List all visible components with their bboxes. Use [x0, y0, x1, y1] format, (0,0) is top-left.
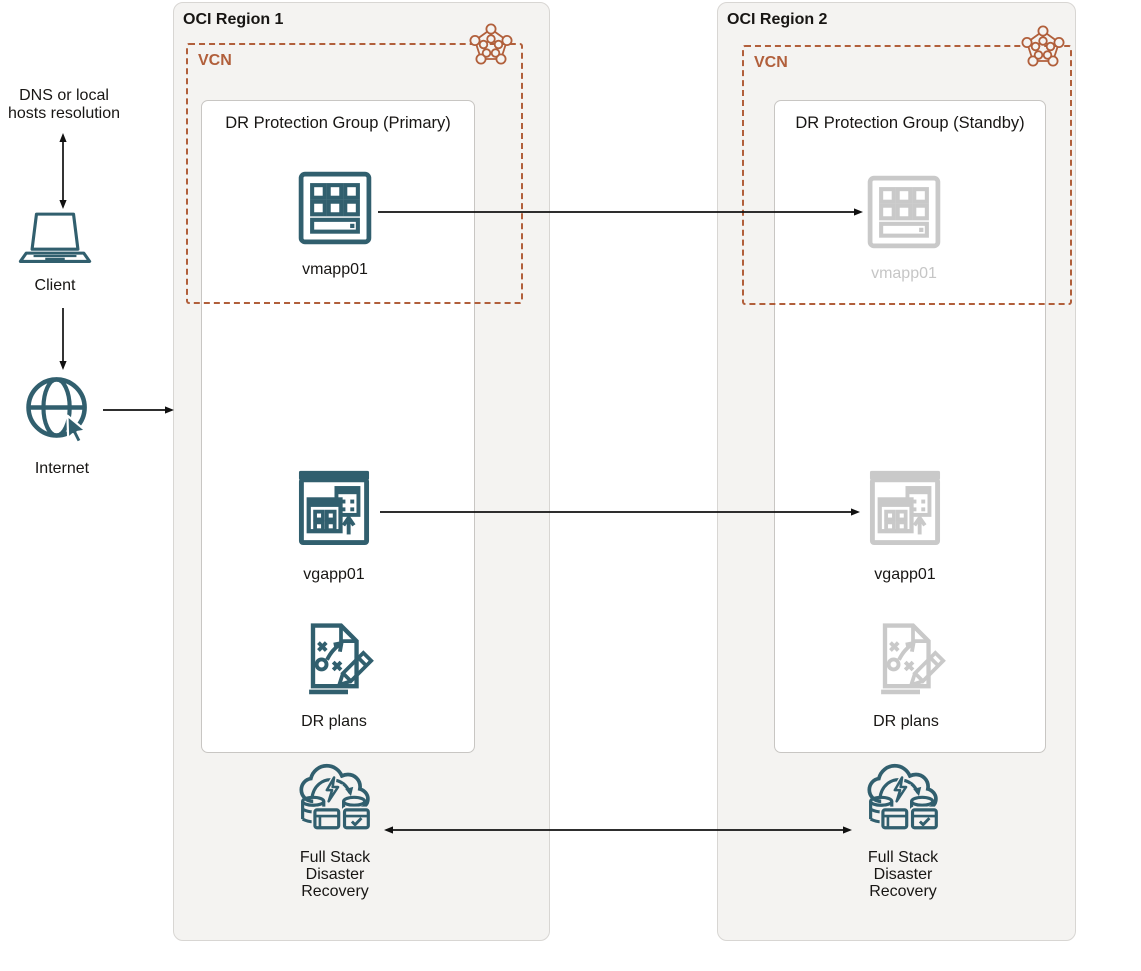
compute-icon: [294, 167, 376, 249]
vcn-box-region2: VCN: [742, 45, 1072, 305]
dr-plans-icon: [864, 617, 948, 701]
node-vgapp01-primary: vgapp01: [290, 466, 378, 583]
dns-resolution-label: DNS or local hosts resolution: [7, 87, 121, 122]
node-vmapp01-primary: vmapp01: [294, 167, 376, 278]
node-label: Full Stack Disaster Recovery: [867, 849, 939, 900]
node-fsdr-standby: Full Stack Disaster Recovery: [866, 757, 940, 900]
compute-icon: [863, 171, 945, 253]
vcn-icon: [1020, 24, 1066, 70]
node-vgapp01-standby: vgapp01: [861, 466, 949, 583]
region-1-title: OCI Region 1: [183, 11, 284, 28]
internet-label: Internet: [34, 460, 90, 477]
laptop-icon: [16, 210, 94, 267]
node-label: DR plans: [301, 713, 367, 730]
dr-protection-group-primary-title: DR Protection Group (Primary): [225, 114, 451, 132]
node-label: vmapp01: [871, 265, 937, 282]
client-label: Client: [34, 277, 76, 294]
node-label: DR plans: [873, 713, 939, 730]
full-stack-dr-icon: [298, 757, 372, 839]
vcn-label: VCN: [198, 52, 232, 69]
node-vmapp01-standby: vmapp01: [863, 171, 945, 282]
node-label: vgapp01: [874, 566, 936, 583]
node-label: Full Stack Disaster Recovery: [299, 849, 371, 900]
node-fsdr-primary: Full Stack Disaster Recovery: [298, 757, 372, 900]
vcn-icon: [468, 22, 514, 68]
dr-protection-group-standby-title: DR Protection Group (Standby): [795, 114, 1025, 132]
client-node: Client: [16, 210, 94, 294]
full-stack-dr-icon: [866, 757, 940, 839]
internet-node: Internet: [24, 374, 100, 477]
region-2-title: OCI Region 2: [727, 11, 828, 28]
node-label: vmapp01: [302, 261, 368, 278]
volume-group-icon: [290, 466, 378, 554]
globe-icon: [24, 374, 100, 450]
vcn-box-region1: VCN: [186, 43, 523, 304]
node-dr-plans-primary: DR plans: [292, 617, 376, 730]
node-dr-plans-standby: DR plans: [864, 617, 948, 730]
volume-group-icon: [861, 466, 949, 554]
node-label: vgapp01: [303, 566, 365, 583]
vcn-label: VCN: [754, 54, 788, 71]
dr-plans-icon: [292, 617, 376, 701]
